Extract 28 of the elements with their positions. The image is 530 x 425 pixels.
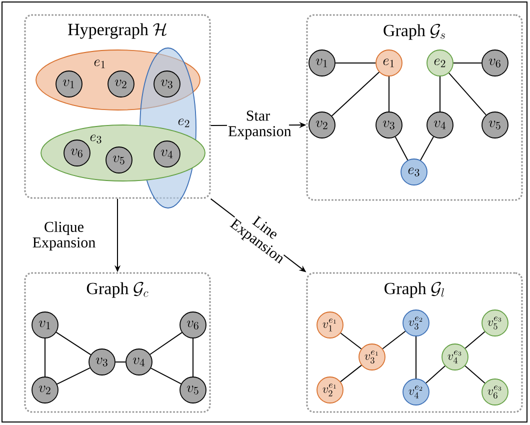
graph-edge	[334, 62, 376, 64]
hyperedge-label: $e_2$	[178, 118, 190, 128]
hyperedge-label: $e_3$	[90, 134, 102, 144]
hyperedge-label: $e_1$	[94, 60, 105, 68]
graph-edge	[340, 332, 362, 350]
graph-edge	[452, 62, 482, 64]
panel-title: $\text{Graph } \mathcal{G}_l$	[384, 282, 444, 298]
edge-label: Star Expansion	[227, 110, 292, 140]
panel-title: $\text{Graph } \mathcal{G}_s$	[384, 24, 445, 40]
panel-title: $\text{Hypergraph } \mathcal{H}$	[68, 23, 167, 39]
graph-edge	[420, 136, 434, 161]
graph-edge	[56, 332, 92, 356]
graph-edge	[426, 365, 446, 384]
graph-edge	[394, 136, 408, 161]
graph-edge	[56, 367, 90, 385]
graph-edge	[340, 364, 362, 382]
graph-edge	[448, 72, 487, 116]
graph-edge	[382, 330, 406, 350]
graph-edge	[150, 368, 182, 384]
edge-label: Clique Expansion	[32, 221, 96, 251]
graph-edge	[192, 338, 194, 378]
graph-edge	[464, 365, 486, 384]
graph-edge	[44, 338, 46, 378]
panel-title: $\text{Graph } \mathcal{G}_c$	[86, 282, 148, 298]
graph-edge	[388, 76, 390, 112]
graph-edge	[464, 331, 486, 349]
graph-edge	[331, 72, 380, 116]
graph-edge	[150, 332, 182, 355]
